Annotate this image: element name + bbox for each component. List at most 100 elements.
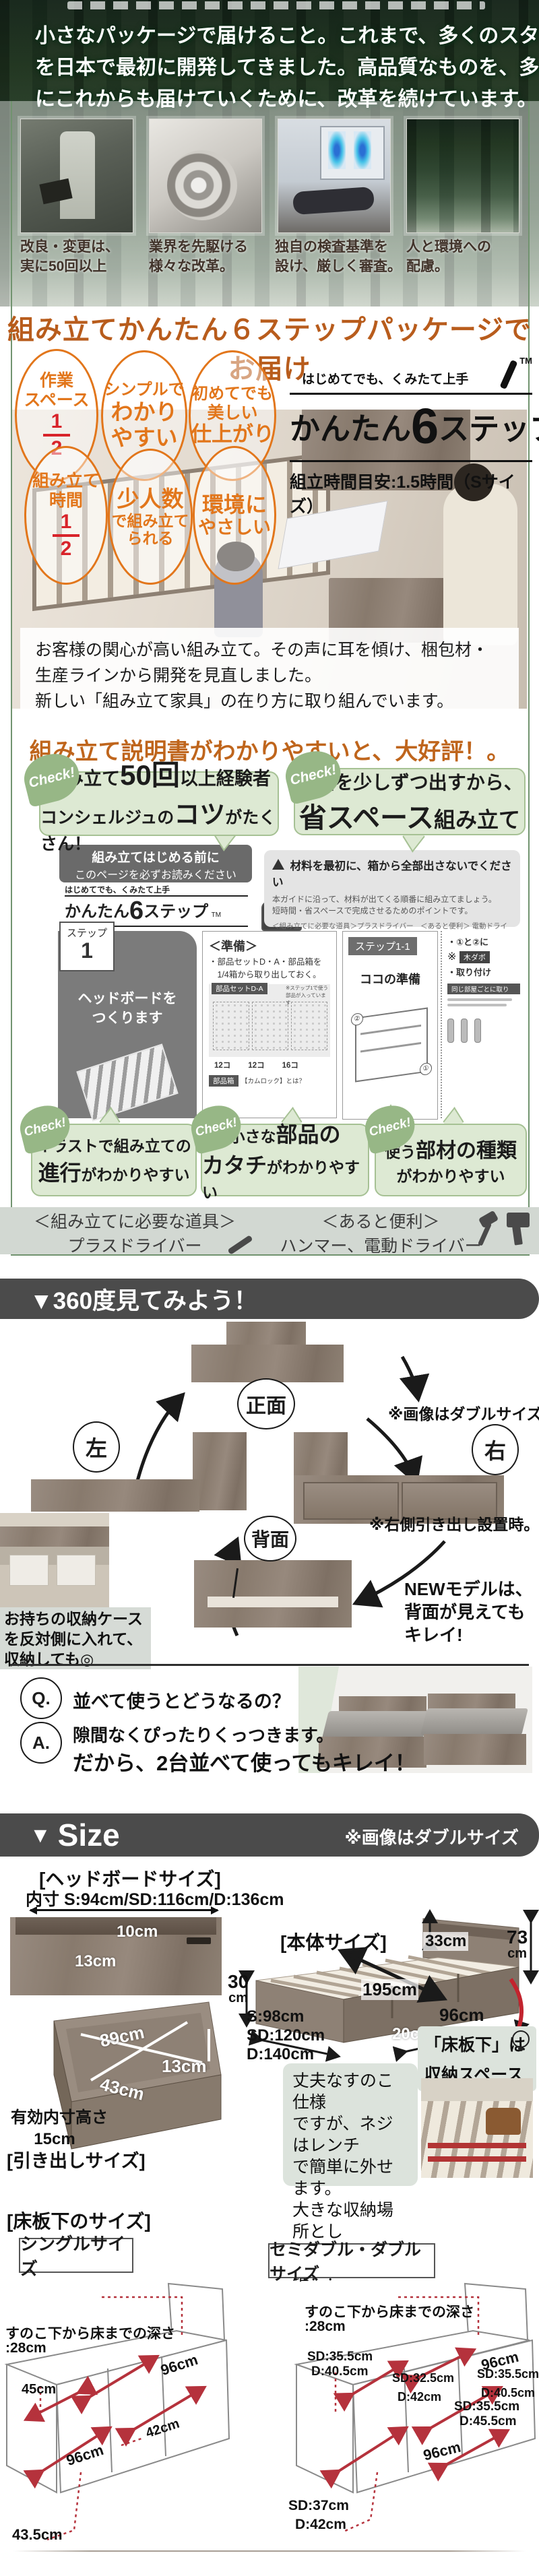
dim-13cm: 13cm: [162, 2056, 207, 2076]
dim-width-sd: SD:120cm: [247, 2026, 325, 2044]
bed-headboard: [302, 410, 470, 490]
caption-line: 実に50回以上: [20, 259, 107, 274]
red-slat: [428, 2156, 526, 2162]
photo-rolled-mattress: [149, 119, 262, 233]
storage-caption: お持ちの収納ケース を反対側に入れて、 収納しても◎: [0, 1607, 151, 1669]
label-right: 右: [472, 1424, 519, 1475]
tools-handy-item: ハンマー、電動ドライバー: [280, 1237, 482, 1256]
header-360-title: ▼360度見てみよう！: [30, 1287, 258, 1314]
section-header-360: ▼360度見てみよう！: [0, 1279, 539, 1319]
photo-sunoko-storage: [421, 2078, 533, 2178]
content-border-frame: [11, 101, 530, 1256]
badge-text: 少人数: [117, 486, 184, 511]
fraction-numerator: 1: [52, 511, 80, 537]
width-arrow: [29, 1906, 219, 1914]
underfloor-size-title: [床板下のサイズ]: [7, 2211, 151, 2232]
caption-line: 人と環境への: [406, 239, 491, 255]
paragraph-line: 新しい「組み立て家具」の在り方に取り組んでいます。: [35, 692, 454, 711]
caption-line: 収納しても◎: [4, 1650, 94, 1668]
manual-step1-panel: ステップ 1 ヘッドボードを つくります: [58, 922, 197, 1122]
dim-d: D:40.5cm: [481, 2386, 536, 2400]
step-label: ステップ1-1: [355, 941, 410, 953]
mini-logo-tagline: はじめてでも、くみたて上手: [65, 885, 170, 895]
header-triangle: ▼: [30, 1822, 51, 1847]
drawer-inner-height: 有効内寸高さ 15cm: [11, 2107, 108, 2150]
badge-text: 作業: [39, 371, 73, 390]
drawing-line: [360, 1024, 421, 1035]
fraction-denominator: 2: [60, 537, 72, 560]
parts-set-box: 部品セットD-A ※ステップ1で使う部品が入っています: [209, 983, 330, 1057]
headboard-line-drawing: ② ①: [351, 1007, 432, 1083]
warning-title-row: 材料を最初に、箱から全部出さないでください: [272, 857, 512, 889]
hero-intro: 小さなパッケージで届けること。これまで、多くのスタンダード を日本で最初に開発し…: [35, 20, 539, 115]
note-line: NEWモデルは、: [404, 1579, 533, 1599]
left-view-headboard: [193, 1432, 247, 1510]
step1-title-line: つくります: [92, 1010, 163, 1027]
note-line: ですが、ネジはレンチ: [292, 2115, 393, 2155]
dim-d: D:40.5cm: [311, 2364, 369, 2379]
arrowhead: [211, 1906, 219, 1914]
bubble-text: がわかりやすい: [81, 1166, 190, 1184]
parent-figure: [443, 484, 517, 645]
bubble-text: コンシェルジュの: [40, 808, 175, 827]
qa-divider: [10, 1664, 529, 1666]
badge-text: 初めてでも: [192, 385, 273, 403]
dim-sd: SD:37cm: [288, 2498, 349, 2513]
step1-label-box: ステップ 1: [59, 922, 115, 971]
front-view-base: [191, 1345, 344, 1382]
bubble-text: 組み立て: [434, 808, 521, 832]
tiny-text-bar: [447, 1004, 507, 1006]
badge-text: シンプルで: [104, 381, 185, 399]
note-line: キレイ!: [404, 1625, 463, 1645]
step-number: 1: [81, 938, 93, 963]
caption-line: を反対側に入れて、: [4, 1630, 143, 1648]
note-double-size: ※画像はダブルサイズ: [344, 1828, 519, 1848]
dim-195cm: 195cm: [361, 1979, 418, 2000]
logo-tagline-row: はじめてでも、くみたて上手 TM: [290, 356, 532, 390]
note-right-drawers: ※右側引き出し設置時。: [369, 1516, 539, 1533]
new-model-note: NEWモデルは、 背面が見えても キレイ!: [404, 1578, 533, 1646]
tools-required-title: ＜組み立てに必要な道具＞: [33, 1213, 236, 1231]
logo-name-number: 6: [411, 398, 439, 454]
caption-line: 設け、厳しく審査。: [275, 259, 402, 274]
pressure-map: [328, 131, 346, 169]
parts-diagram: [213, 1002, 249, 1050]
bubble-text-em: カタチ: [202, 1153, 267, 1178]
dim-10cm: 10cm: [117, 1923, 158, 1941]
manual-prep-panel: ＜準備＞ ・部品セットD・A・部品箱を 1/4箱から取り出しておく。 部品セット…: [202, 931, 337, 1118]
section-header-size: ▼ Size ※画像はダブルサイズ: [0, 1813, 539, 1857]
drawer-front: [303, 1482, 399, 1520]
bubble-line: がわかりやすい: [397, 1163, 505, 1186]
warning-line: 短時間・省スペースで完成させるためのポイントです。: [272, 906, 473, 915]
hero-intro-line: にこれからも届けていくために、改革を続けています。: [35, 88, 538, 110]
badge-beautiful-finish: 初めてでも 美しい 仕上がり: [189, 350, 276, 481]
caption-line: 独自の検査基準を: [275, 239, 388, 255]
parts-box-label: 部品箱: [209, 1075, 239, 1087]
photo-caption: 業界を先駆ける 様々な改革。: [149, 237, 274, 276]
badge-text: スペース: [24, 390, 90, 410]
badge-text: で組み立て: [111, 511, 189, 529]
note-row: 「床板下」は: [424, 2030, 530, 2056]
depth-value: :28cm: [5, 2340, 46, 2356]
a-mark: A.: [20, 1722, 62, 1764]
section-heading-manual: 組み立て説明書がわかりやすいと、大好評！。: [29, 740, 510, 765]
width-dims: S:98cm SD:120cm D:140cm: [247, 2007, 325, 2064]
parts-counts: 12コ 12コ 16コ: [209, 1060, 330, 1070]
part-count: 12コ: [214, 1062, 231, 1070]
mini-logo-part: かんたん: [65, 903, 129, 921]
drawing-line: [360, 1041, 421, 1053]
mattress: [322, 1711, 430, 1738]
right-col-chip-row: ※ 木ダボ: [447, 950, 520, 963]
size-name: シングルサイズ: [20, 2234, 126, 2279]
caption-line: 改良・変更は、: [20, 239, 119, 255]
tools-required-group: ＜組み立てに必要な道具＞ プラスドライバー: [27, 1209, 243, 1257]
dim-d: D:42cm: [295, 2517, 346, 2532]
dowel-illustrations: [447, 1019, 520, 1043]
paragraph-line: お客様の関心が高い組み立て。その声に耳を傾け、梱包材・: [35, 641, 489, 659]
photo-forest: [406, 119, 519, 233]
bed-base: [319, 1737, 426, 1768]
bubble-text-em: 部品の: [276, 1122, 341, 1147]
mini-logo-name-row: かんたん6ステップ TM: [65, 895, 248, 927]
